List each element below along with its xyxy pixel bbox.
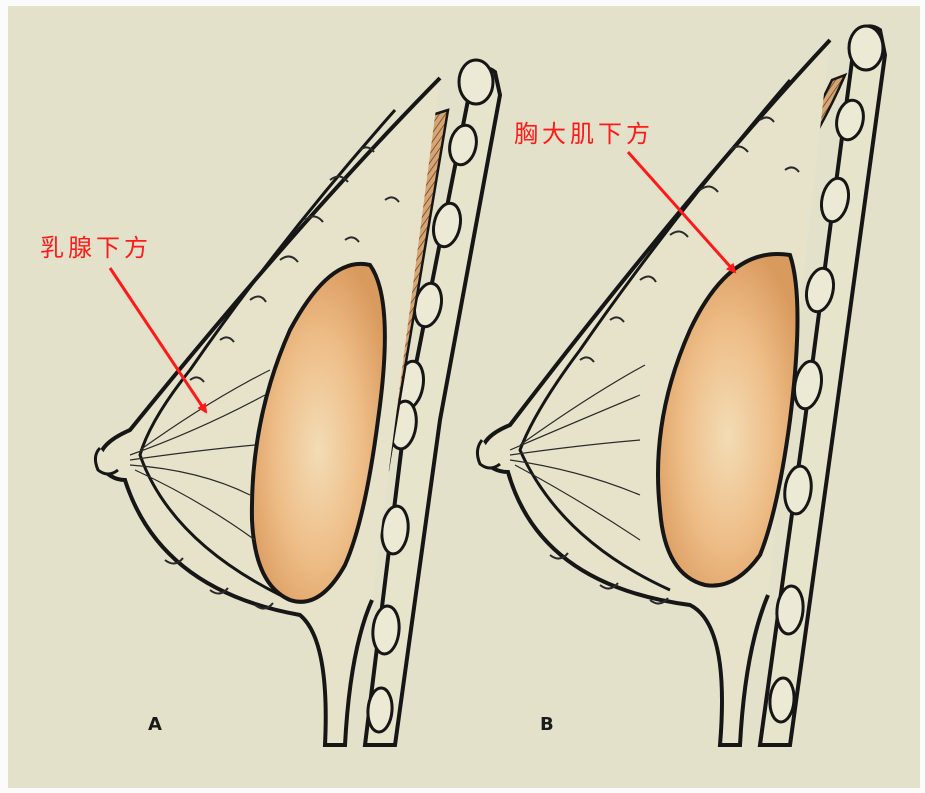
submuscular-label: 胸大肌下方: [514, 122, 654, 146]
panel-b-letter: B: [540, 714, 554, 735]
panel-a-letter: A: [148, 714, 162, 735]
subglandular-label: 乳腺下方: [40, 236, 152, 260]
